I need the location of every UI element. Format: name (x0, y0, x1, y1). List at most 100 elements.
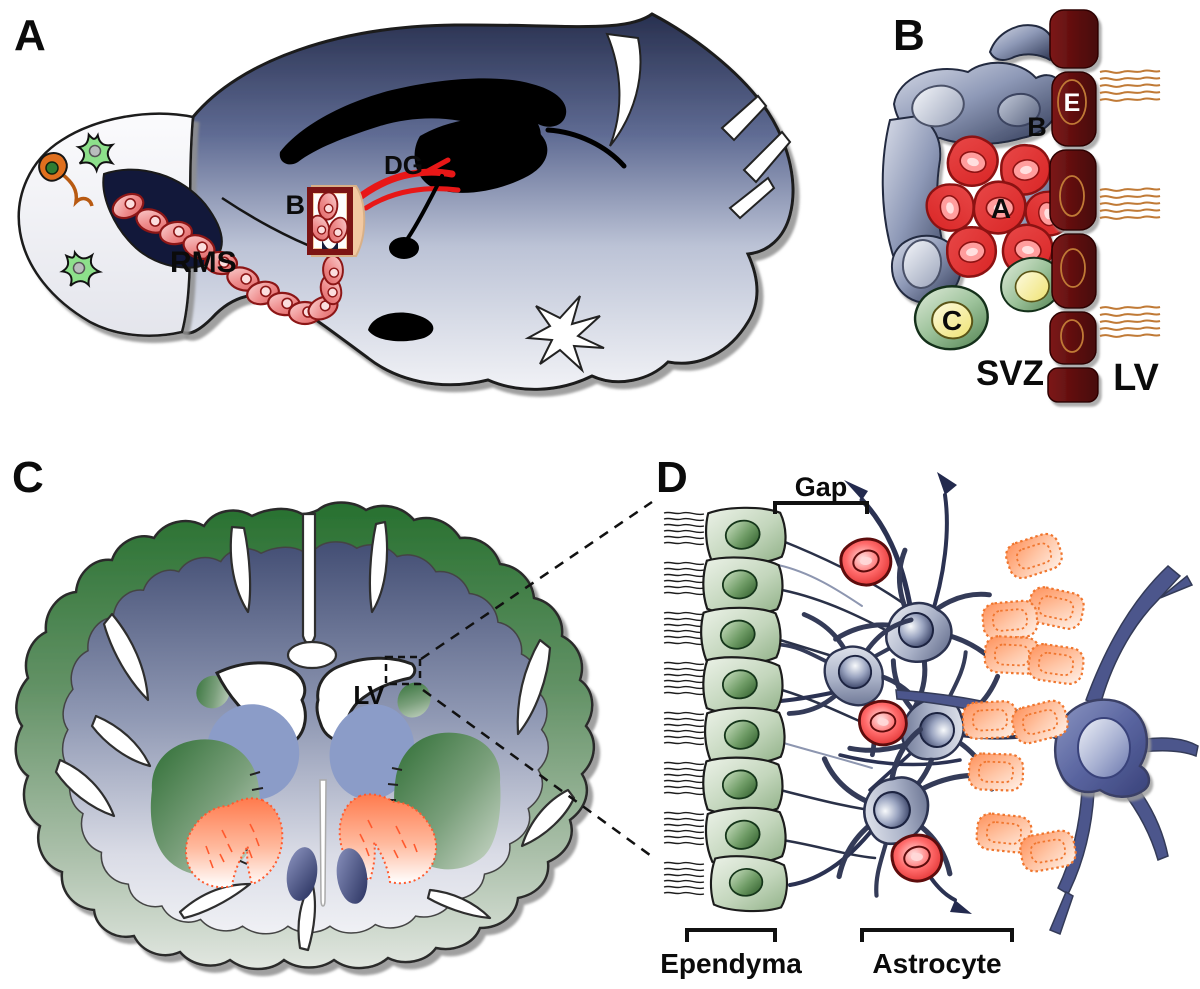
neuron-process-fork (1159, 574, 1194, 599)
myelin-segment (1025, 641, 1087, 687)
neuron-process-up (1085, 564, 1182, 708)
panel-letter-b: B (893, 11, 925, 60)
process-arrow-tip (937, 472, 957, 495)
ependyma-bracket (685, 928, 777, 942)
cilia-tuft (1099, 69, 1161, 102)
dentate-gyrus-shape (352, 157, 461, 211)
lv-label-b: LV (1113, 357, 1159, 399)
sulcus (426, 888, 492, 920)
lv-label-c: LV (353, 680, 385, 710)
interhemispheric-fissure (301, 512, 317, 645)
cilia (663, 811, 705, 846)
corpus-callosum (279, 78, 567, 165)
panel-letter-a: A (14, 11, 46, 60)
inset-box (307, 187, 353, 255)
rms-label: RMS (170, 246, 237, 279)
panel-letter-d: D (656, 453, 688, 502)
b-cell-nucleus (911, 84, 965, 128)
sulcus (102, 612, 150, 702)
cilia (663, 861, 705, 896)
ependyma-label: Ependyma (660, 948, 802, 979)
b-cell-wing (988, 24, 1055, 62)
b-cell-label: B (1027, 112, 1047, 142)
c-cell-label: C (942, 305, 962, 336)
svz-wedge-right (397, 682, 431, 718)
fornix-line (406, 174, 444, 240)
neuron-process-right (1139, 737, 1199, 758)
cilia-tuft (1099, 187, 1161, 220)
sulcus (229, 525, 252, 614)
myelin-segment (960, 699, 1020, 741)
ependymal-cell (699, 605, 783, 667)
ependymal-segment (1051, 71, 1097, 147)
process-arrow-tip (844, 480, 868, 500)
e-cell-label: E (1064, 89, 1081, 117)
cilia-tuft (1099, 305, 1161, 338)
ependymal-segment (1051, 233, 1097, 309)
pallidum-orange-left (185, 797, 284, 889)
striatum-blue-right (329, 704, 415, 800)
ependymal-segment (1049, 311, 1097, 365)
cilia (663, 661, 705, 696)
cilia (663, 511, 705, 546)
gap-bracket (773, 501, 869, 514)
b-cell-nucleus (901, 239, 943, 289)
process-arrow-tip (950, 900, 972, 914)
cerebellar-folia-white (720, 94, 792, 220)
hypothalamic-nucleus-right (336, 848, 368, 904)
neuron (895, 564, 1199, 935)
sulcus (520, 788, 576, 848)
cilia (663, 711, 705, 746)
panel-a-illustration: A RMS B DG (14, 11, 795, 391)
neuron-nucleus (1077, 717, 1131, 779)
sulcus (54, 758, 116, 818)
ependymal-cell (701, 755, 785, 817)
svz-dashed-box (384, 655, 422, 686)
ependyma-layer (663, 505, 790, 915)
myelin-segment (1001, 529, 1067, 583)
astrocyte-label: Astrocyte (872, 948, 1001, 979)
ependymal-cell (701, 555, 785, 617)
ependymal-column (1047, 9, 1099, 403)
inset-box-label: B (286, 190, 306, 220)
sulcus (178, 882, 252, 920)
cerebellar-fissure-white (605, 32, 642, 147)
hippocampal-tail-line (545, 127, 627, 169)
neuron-process-downright (1118, 776, 1169, 862)
myelin-segment (980, 598, 1040, 642)
panel-d-illustration: D Gap Ependyma Astrocyte (656, 453, 1199, 979)
cerebrum-shape (180, 12, 795, 391)
rms-cell (321, 254, 345, 286)
svz-inset-region (306, 185, 366, 257)
panel-b-illustration: B E B A C SVZ LV (881, 9, 1161, 403)
ependymal-segment (1047, 367, 1099, 403)
b-cell-nucleus (997, 92, 1041, 128)
cilia (663, 561, 705, 596)
lateral-ventricle-right (315, 656, 417, 742)
fourth-ventricle-white-star (524, 295, 605, 374)
corpus-callosum-white (286, 640, 338, 670)
neuroblast-red-cell (837, 535, 895, 589)
ependymal-segment (1049, 9, 1099, 69)
sulcus (90, 714, 152, 768)
sulcus (368, 520, 389, 614)
ependymal-segment (1049, 149, 1097, 231)
ependymal-cell (707, 853, 790, 915)
neuroblast-red-cell (889, 832, 945, 884)
myelin-segment (967, 751, 1025, 793)
sulci (54, 520, 576, 952)
third-ventricle (319, 779, 327, 907)
mammillary-body (389, 237, 419, 259)
cilia (663, 611, 705, 646)
gap-label: Gap (795, 472, 848, 502)
neuron-process-down (1057, 789, 1095, 896)
hypothalamus-blob (368, 312, 434, 342)
inset-navy-notch (322, 240, 338, 250)
a-cell-label: A (991, 193, 1011, 224)
hypothalamic-nucleus-left (286, 847, 318, 901)
inset-connector (384, 500, 655, 860)
sulcus (516, 638, 552, 736)
panel-c-illustration: C LV (12, 453, 596, 971)
